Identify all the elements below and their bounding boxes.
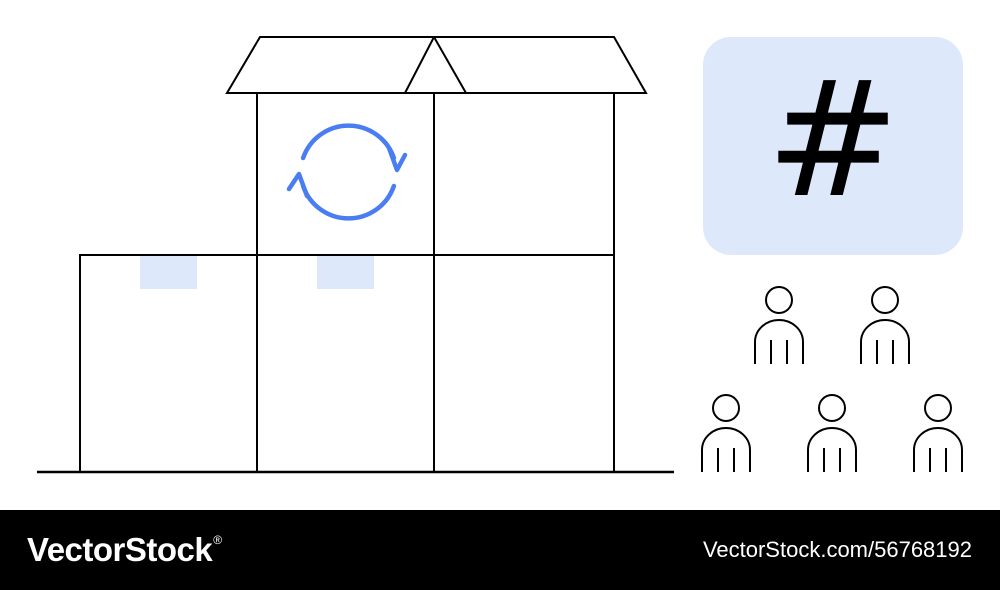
boxes-illustration [37, 36, 963, 474]
brand-logo: VectorStock® [27, 510, 222, 590]
person-icon [913, 394, 963, 472]
brand-name: VectorStock [27, 531, 213, 568]
box-tape-label [317, 256, 374, 289]
person-icon [860, 286, 910, 364]
box-tape-label [140, 256, 197, 289]
hash-tile: # [703, 37, 963, 255]
refresh-cycle-icon [286, 123, 408, 221]
person-icon [701, 394, 751, 472]
box-top-right [433, 92, 615, 256]
box-flap-left [225, 36, 436, 94]
person-icon [807, 394, 857, 472]
hash-icon: # [765, 46, 901, 233]
person-icon [754, 286, 804, 364]
box-top-left [256, 92, 435, 256]
registered-mark: ® [213, 533, 222, 547]
footer-bar: VectorStock® VectorStock.com/56768192 [0, 510, 1000, 590]
box-bottom-right [433, 254, 615, 473]
image-id: VectorStock.com/56768192 [702, 537, 972, 562]
box-flap-right [432, 36, 648, 94]
people-group [701, 286, 963, 472]
